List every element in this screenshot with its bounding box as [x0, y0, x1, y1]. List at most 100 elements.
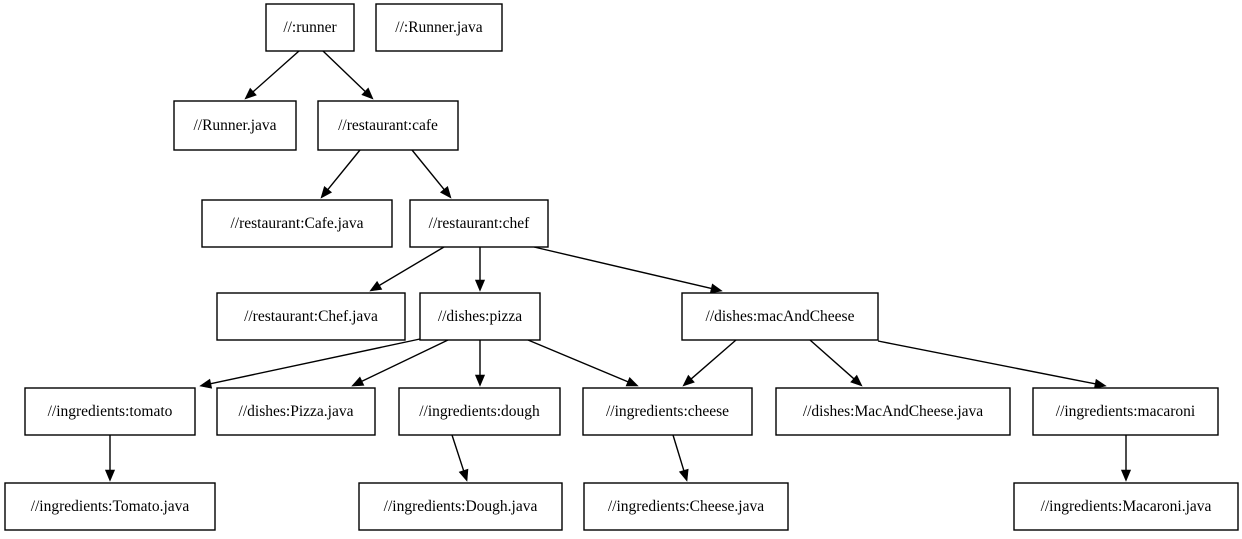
node-box[interactable] [409, 199, 549, 248]
node-box[interactable] [1013, 482, 1239, 531]
edge-line [451, 434, 465, 471]
node-label: //ingredients:Cheese.java [608, 498, 764, 515]
graph-node[interactable]: //restaurant:cafe [317, 100, 459, 151]
graph-node[interactable]: //dishes:macAndCheese [681, 292, 879, 341]
edge-line [672, 434, 685, 471]
edge-line [327, 149, 361, 190]
edge-arrowhead [199, 378, 213, 389]
edge-line [322, 50, 366, 92]
edge-arrowhead [474, 374, 486, 387]
node-box[interactable] [681, 292, 879, 341]
node-label: //restaurant:cafe [338, 117, 438, 134]
edge-arrowhead [678, 468, 689, 482]
node-label: //restaurant:chef [429, 215, 531, 232]
edge-arrowhead [244, 87, 257, 100]
nodes-layer: //:runner //:Runner.java //Runner.java //re… [4, 3, 1239, 531]
node-label: //:Runner.java [395, 19, 483, 36]
edge-arrowhead [369, 280, 383, 292]
node-label: //ingredients:Dough.java [384, 498, 538, 515]
graph-edge [1120, 435, 1132, 482]
graph-edge [533, 246, 723, 294]
graph-node[interactable]: //dishes:pizza [419, 292, 541, 341]
node-label: //ingredients:Tomato.java [31, 498, 190, 515]
node-box[interactable] [1032, 387, 1219, 436]
node-box[interactable] [583, 482, 789, 531]
edge-arrowhead [104, 469, 116, 482]
graph-edge [199, 338, 421, 389]
edge-line [411, 149, 445, 190]
node-box[interactable] [24, 387, 196, 436]
node-label: //dishes:pizza [438, 308, 522, 325]
graph-edge [474, 340, 486, 387]
node-box[interactable] [216, 292, 406, 341]
node-label: //:runner [283, 19, 337, 36]
node-box[interactable] [775, 387, 1011, 436]
graph-edge [672, 434, 689, 482]
edge-line [527, 339, 629, 383]
node-label: //Runner.java [193, 117, 276, 134]
node-box[interactable] [201, 199, 393, 248]
graph-node[interactable]: //ingredients:Tomato.java [4, 482, 216, 531]
node-box[interactable] [265, 3, 355, 52]
node-label: //ingredients:dough [419, 403, 540, 420]
graph-edge [351, 339, 449, 387]
graph-edge [104, 435, 116, 482]
node-label: //restaurant:Cafe.java [231, 215, 364, 232]
node-box[interactable] [4, 482, 216, 531]
graph-edge [809, 339, 863, 387]
edge-arrowhead [1093, 378, 1107, 389]
graph-node[interactable]: //Runner.java [173, 100, 297, 151]
node-box[interactable] [317, 100, 459, 151]
graph-edge [527, 339, 639, 387]
graph-node[interactable]: //ingredients:tomato [24, 387, 196, 436]
node-box[interactable] [398, 387, 561, 436]
graph-node[interactable]: //:Runner.java [375, 3, 503, 52]
edge-arrowhead [625, 376, 639, 387]
edge-arrowhead [682, 374, 695, 387]
edge-line [252, 50, 300, 93]
node-box[interactable] [419, 292, 541, 341]
graph-node[interactable]: //ingredients:dough [398, 387, 561, 436]
edge-line [690, 339, 737, 380]
edge-line [361, 339, 449, 382]
node-box[interactable] [358, 482, 563, 531]
graph-edge [474, 247, 486, 292]
graph-edge [411, 149, 452, 199]
edge-line [210, 338, 421, 385]
node-label: //dishes:Pizza.java [239, 403, 354, 420]
edge-arrowhead [320, 186, 333, 199]
edge-line [533, 246, 712, 290]
edge-arrowhead [474, 279, 486, 292]
graph-node[interactable]: //dishes:Pizza.java [216, 387, 376, 436]
graph-node[interactable]: //ingredients:Macaroni.java [1013, 482, 1239, 531]
edge-arrowhead [850, 374, 863, 387]
graph-node[interactable]: //ingredients:macaroni [1032, 387, 1219, 436]
node-box[interactable] [173, 100, 297, 151]
graph-node[interactable]: //restaurant:chef [409, 199, 549, 248]
node-box[interactable] [375, 3, 503, 52]
node-label: //ingredients:macaroni [1056, 403, 1196, 420]
edge-line [809, 339, 855, 380]
graph-node[interactable]: //:runner [265, 3, 355, 52]
node-box[interactable] [216, 387, 376, 436]
graph-node[interactable]: //restaurant:Chef.java [216, 292, 406, 341]
edge-line [877, 340, 1096, 385]
graph-node[interactable]: //ingredients:cheese [582, 387, 753, 436]
graph-node[interactable]: //ingredients:Cheese.java [583, 482, 789, 531]
graph-node[interactable]: //restaurant:Cafe.java [201, 199, 393, 248]
graph-edge [451, 434, 469, 482]
edge-arrowhead [439, 186, 452, 199]
edge-arrowhead [361, 87, 374, 100]
edge-arrowhead [458, 468, 469, 482]
node-label: //ingredients:tomato [48, 403, 173, 420]
edge-arrowhead [709, 283, 723, 294]
edge-arrowhead [1120, 469, 1132, 482]
graph-edge [682, 339, 737, 387]
graph-node[interactable]: //dishes:MacAndCheese.java [775, 387, 1011, 436]
node-label: //ingredients:cheese [606, 403, 729, 420]
node-box[interactable] [582, 387, 753, 436]
node-label: //dishes:MacAndCheese.java [803, 403, 983, 420]
graph-edge [320, 149, 361, 199]
graph-node[interactable]: //ingredients:Dough.java [358, 482, 563, 531]
